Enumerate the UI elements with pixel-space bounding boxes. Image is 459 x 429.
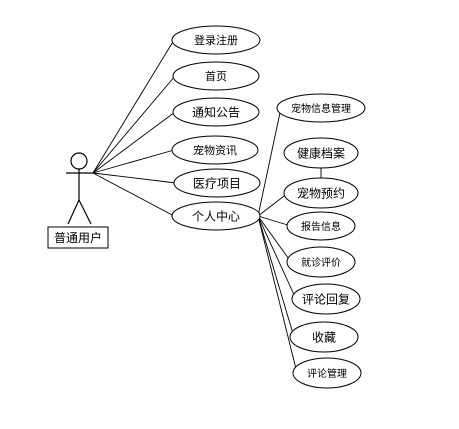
- use-case-label: 评论回复: [302, 293, 350, 307]
- association-line-medical: [92, 172, 177, 184]
- association-line-comment-manage: [257, 215, 298, 374]
- use-case-label: 宠物预约: [297, 186, 345, 201]
- actor-left-leg: [67, 199, 80, 225]
- use-case-login: 登录注册: [171, 25, 261, 55]
- use-case-ellipse: [172, 61, 260, 91]
- use-case-ellipse: [292, 357, 362, 389]
- use-case-ellipse: [291, 283, 361, 315]
- association-line-pet-news: [92, 149, 175, 174]
- association-line-favorites: [257, 215, 295, 338]
- use-case-home: 首页: [172, 61, 260, 91]
- use-case-ellipse: [283, 137, 359, 169]
- use-case-medical: 医疗项目: [173, 168, 261, 198]
- use-case-label: 宠物信息管理: [291, 102, 351, 115]
- use-case-ellipse: [286, 246, 356, 278]
- use-case-label: 登录注册: [194, 33, 238, 47]
- use-case-ellipse: [283, 177, 359, 209]
- use-case-ellipse: [171, 135, 259, 165]
- association-line-report: [257, 215, 292, 227]
- use-case-comment-reply: 评论回复: [291, 283, 361, 315]
- use-case-label: 个人中心: [192, 209, 240, 224]
- use-case-ellipse: [276, 93, 366, 123]
- use-case-health: 健康档案: [283, 137, 359, 169]
- association-line-notice: [92, 111, 176, 174]
- use-case-ellipse: [173, 168, 261, 198]
- use-case-label: 就诊评价: [301, 256, 341, 269]
- association-line-visit-eval: [257, 215, 292, 263]
- use-case-label: 首页: [205, 69, 227, 83]
- use-case-report: 报告信息: [286, 211, 356, 241]
- use-case-personal: 个人中心: [171, 201, 261, 231]
- use-case-favorites: 收藏: [289, 321, 359, 353]
- use-case-pet-info: 宠物信息管理: [276, 93, 366, 123]
- use-case-ellipse: [289, 321, 359, 353]
- use-case-label: 报告信息: [301, 220, 341, 233]
- association-line-appointment: [257, 192, 289, 217]
- association-line-personal: [92, 172, 175, 217]
- association-lines: [92, 39, 322, 374]
- use-case-ellipse: [171, 201, 261, 231]
- use-case-ellipse: [171, 25, 261, 55]
- actor-label: 普通用户: [54, 230, 102, 245]
- use-case-label: 通知公告: [192, 106, 240, 120]
- association-line-pet-info: [257, 107, 282, 217]
- use-case-visit-eval: 就诊评价: [286, 246, 356, 278]
- use-case-ellipse: [172, 97, 260, 127]
- use-case-label: 健康档案: [297, 146, 345, 161]
- use-case-comment-manage: 评论管理: [292, 357, 362, 389]
- association-line-home: [92, 75, 176, 174]
- actor-right-leg: [78, 199, 92, 225]
- actor-label-box: [47, 226, 109, 249]
- actor-head: [70, 152, 88, 170]
- use-case-pet-news: 宠物资讯: [171, 135, 259, 165]
- use-case-label: 医疗项目: [193, 177, 241, 191]
- use-case-notice: 通知公告: [172, 97, 260, 127]
- use-case-label: 宠物资讯: [193, 143, 237, 157]
- use-case-appointment: 宠物预约: [283, 177, 359, 209]
- association-line-login: [92, 39, 175, 174]
- actor-normal-user: 普通用户: [47, 152, 109, 249]
- use-case-ellipse: [286, 211, 356, 241]
- use-case-label: 收藏: [312, 331, 336, 345]
- use-case-label: 评论管理: [307, 367, 347, 380]
- association-line-comment-reply: [257, 215, 297, 300]
